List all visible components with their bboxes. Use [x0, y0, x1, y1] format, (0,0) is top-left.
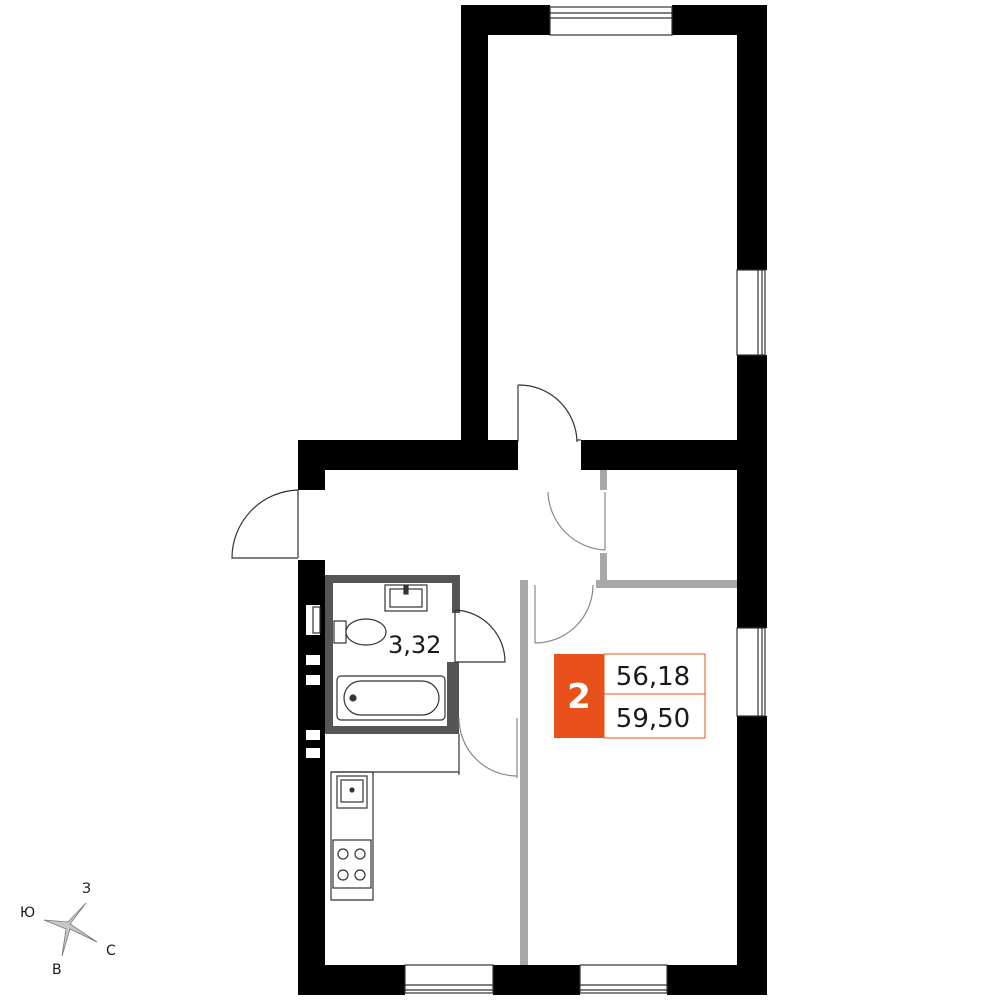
bathroom-sink — [384, 584, 428, 612]
bathroom-top-partition — [325, 575, 460, 583]
right-wall-lower — [737, 716, 767, 995]
kitchen-door — [458, 717, 518, 778]
right-wall-mid — [737, 355, 767, 628]
closet-bottom-partition — [596, 580, 737, 588]
bathroom-right-partition-bottom — [447, 662, 459, 734]
window-right-upper — [736, 269, 766, 356]
windows — [404, 6, 766, 994]
closet-door — [547, 491, 606, 551]
apartment-badge: 2 56,18 59,50 — [554, 653, 706, 739]
bottom-wall-right — [667, 965, 767, 995]
compass-west: З — [82, 881, 91, 897]
bottom-wall-left — [298, 965, 405, 995]
bathroom-door — [454, 609, 506, 663]
rooms-count: 2 — [567, 677, 591, 717]
bedroom-left-partition — [520, 580, 528, 965]
bedroom-door — [534, 584, 594, 644]
stove-burner-4 — [354, 869, 366, 881]
compass-star-icon — [43, 902, 98, 957]
stove-burner-2 — [354, 848, 366, 860]
living-area-value: 56,18 — [616, 662, 690, 692]
area-box — [603, 653, 706, 739]
towel-rail — [312, 606, 321, 634]
stove-burner-3 — [337, 869, 349, 881]
compass-north: С — [106, 943, 116, 959]
closet-left-partition-bottom — [600, 553, 607, 583]
upper-room-door — [517, 384, 581, 443]
window-right-lower — [736, 627, 766, 717]
partitions — [325, 470, 737, 965]
kitchen-sink — [336, 775, 368, 809]
bathroom-area-label: 3,32 — [388, 631, 441, 659]
bathroom-fixtures — [312, 584, 446, 721]
doors — [231, 384, 606, 778]
bottom-wall-mid — [493, 965, 580, 995]
kitchen-fixtures — [330, 734, 460, 901]
stove-burner-1 — [337, 848, 349, 860]
bathtub — [336, 675, 446, 721]
entrance-door — [231, 489, 299, 559]
rooms-count-badge — [554, 654, 604, 738]
bathroom-left-partition — [325, 575, 333, 734]
hall-top-wall — [298, 440, 488, 470]
window-bottom-left — [404, 964, 494, 994]
bathroom-right-partition-top — [452, 575, 460, 613]
upper-left-wall — [461, 5, 488, 470]
window-bottom-right — [579, 964, 668, 994]
upper-room-bottom-wall-right — [581, 440, 767, 470]
stove — [332, 839, 372, 889]
compass-south: Ю — [20, 905, 35, 921]
left-wall-top — [298, 440, 325, 490]
window-top — [549, 6, 673, 36]
toilet — [333, 618, 387, 646]
bathroom-bottom-partition — [330, 726, 459, 734]
exterior-walls — [298, 5, 767, 995]
compass: З Ю С В — [20, 881, 116, 978]
right-wall-upper — [737, 5, 767, 270]
total-area-value: 59,50 — [616, 704, 690, 734]
compass-east: В — [52, 962, 62, 978]
closet-left-partition-top — [600, 470, 607, 490]
